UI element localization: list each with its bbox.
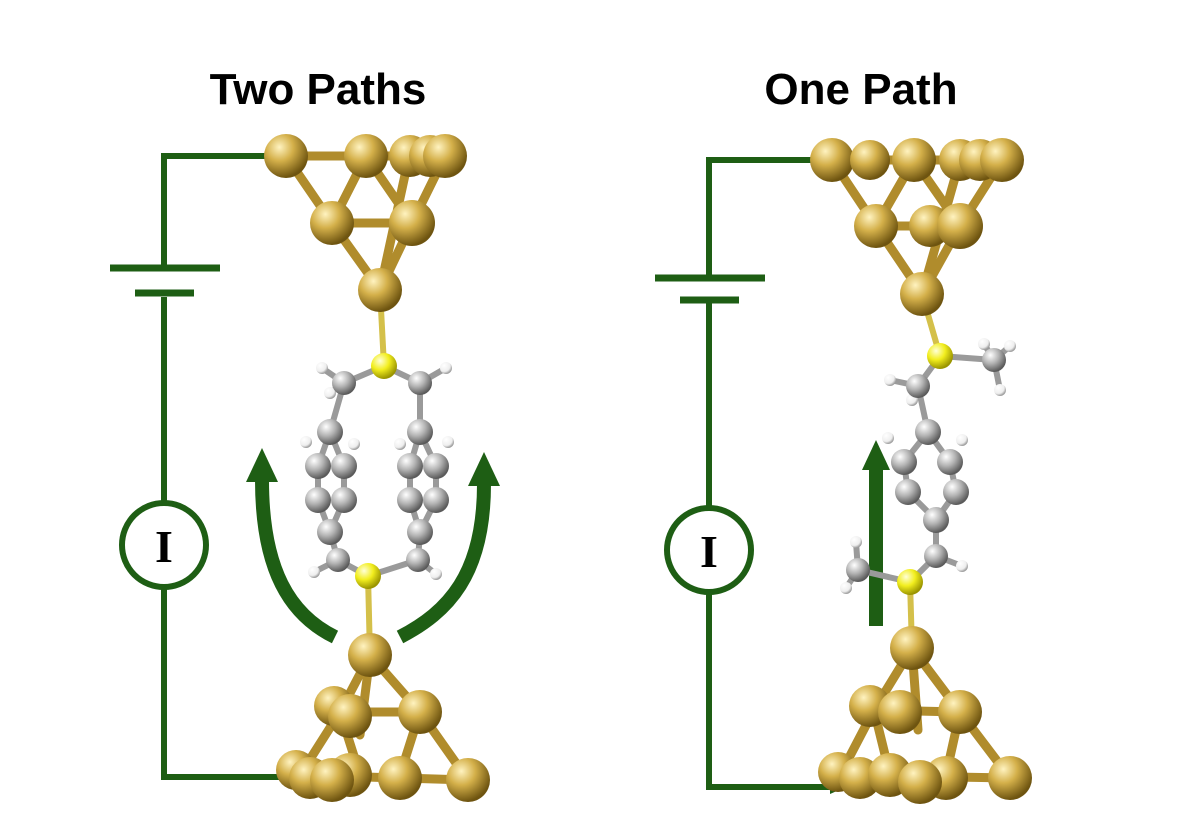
- carbon-atom: [317, 519, 343, 545]
- carbon-atom: [923, 507, 949, 533]
- carbon-atom: [331, 453, 357, 479]
- gold-atom: [854, 204, 898, 248]
- hydrogen-atom: [316, 362, 328, 374]
- sulfur-atom: [371, 353, 397, 379]
- gold-atom: [348, 633, 392, 677]
- current-arrow-icon: [246, 448, 500, 644]
- gold-atom: [878, 690, 922, 734]
- gold-atom: [850, 140, 890, 180]
- hydrogen-atom: [956, 434, 968, 446]
- gold-atom: [358, 268, 402, 312]
- hydrogen-atom: [324, 387, 336, 399]
- gold-atom: [310, 758, 354, 802]
- panel-two-paths: Two Paths I: [110, 65, 500, 802]
- gold-atom: [938, 690, 982, 734]
- carbon-atom: [326, 548, 350, 572]
- carbon-atom: [408, 371, 432, 395]
- top-gold-electrode: [264, 134, 467, 312]
- gold-atom: [378, 756, 422, 800]
- gold-atom: [892, 138, 936, 182]
- ammeter-icon: I: [664, 505, 754, 595]
- carbon-atom: [943, 479, 969, 505]
- circuit-wire: [161, 153, 306, 784]
- bonds: [827, 155, 1015, 783]
- carbon-atom: [891, 449, 917, 475]
- battery-symbol-icon: [110, 264, 220, 297]
- ammeter-label: I: [700, 526, 718, 577]
- battery-symbol-icon: [655, 274, 765, 304]
- carbon-atom: [407, 519, 433, 545]
- carbon-atom: [906, 374, 930, 398]
- carbon-atom: [423, 453, 449, 479]
- carbon-atom: [397, 453, 423, 479]
- hydrogen-atom: [300, 436, 312, 448]
- gold-atom: [344, 134, 388, 178]
- carbon-atom: [331, 487, 357, 513]
- sulfur-atom: [897, 569, 923, 595]
- hydrogen-atom: [394, 438, 406, 450]
- ammeter-icon: I: [119, 500, 209, 590]
- hydrogen-atom: [1004, 340, 1016, 352]
- gold-atom: [310, 201, 354, 245]
- gold-atom: [446, 758, 490, 802]
- sulfur-atom: [927, 343, 953, 369]
- gold-atom: [988, 756, 1032, 800]
- carbon-atom: [937, 449, 963, 475]
- carbon-atom: [915, 419, 941, 445]
- hydrogen-atom: [440, 362, 452, 374]
- gold-atom: [898, 760, 942, 804]
- bottom-gold-electrode: [818, 626, 1032, 804]
- hydrogen-atom: [994, 384, 1006, 396]
- carbon-atom: [305, 453, 331, 479]
- carbon-atom: [423, 487, 449, 513]
- gold-atom: [890, 626, 934, 670]
- gold-atom: [328, 694, 372, 738]
- carbon-atom: [406, 548, 430, 572]
- bottom-gold-electrode: [276, 633, 490, 802]
- molecule: [300, 353, 454, 589]
- hydrogen-atom: [308, 566, 320, 578]
- molecule: [840, 338, 1016, 595]
- gold-atom: [264, 134, 308, 178]
- sulfur-atom: [355, 563, 381, 589]
- panel-title: One Path: [764, 65, 957, 114]
- carbon-atom: [317, 419, 343, 445]
- hydrogen-atom: [978, 338, 990, 350]
- gold-atom: [810, 138, 854, 182]
- carbon-atom: [332, 371, 356, 395]
- hydrogen-atom: [884, 374, 896, 386]
- hydrogen-atom: [442, 436, 454, 448]
- current-arrow-icon: [862, 440, 890, 626]
- carbon-atom: [846, 558, 870, 582]
- ammeter-label: I: [155, 521, 173, 572]
- circuit-wire: [706, 157, 846, 794]
- hydrogen-atom: [430, 568, 442, 580]
- gold-atom: [398, 690, 442, 734]
- hydrogen-atom: [850, 536, 862, 548]
- carbon-atom: [305, 487, 331, 513]
- panel-title: Two Paths: [210, 65, 427, 114]
- gold-atom: [389, 200, 435, 246]
- gold-atom: [900, 272, 944, 316]
- carbon-atom: [397, 487, 423, 513]
- carbon-atom: [982, 348, 1006, 372]
- panel-one-path: One Path I: [655, 65, 1032, 804]
- gold-atom: [980, 138, 1024, 182]
- hydrogen-atom: [956, 560, 968, 572]
- gold-atom: [423, 134, 467, 178]
- hydrogen-atom: [882, 432, 894, 444]
- hydrogen-atom: [840, 582, 852, 594]
- carbon-atom: [895, 479, 921, 505]
- carbon-atom: [407, 419, 433, 445]
- carbon-atom: [924, 544, 948, 568]
- hydrogen-atom: [348, 438, 360, 450]
- gold-atom: [937, 203, 983, 249]
- top-gold-electrode: [810, 138, 1024, 316]
